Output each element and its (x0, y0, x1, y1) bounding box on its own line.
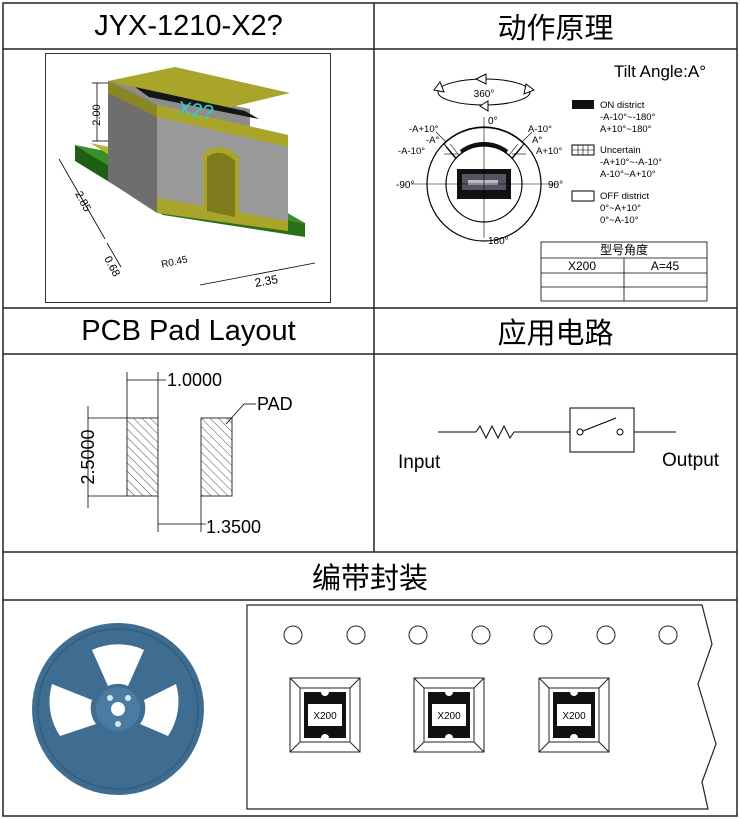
tape-pocket-3 (538, 677, 610, 753)
table-model-cell: X200 (568, 259, 596, 273)
angle-left: -90° (396, 180, 414, 191)
output-label: Output (662, 450, 720, 471)
legend-uncertain-range-2: A-10°~A+10° (600, 169, 656, 180)
component-drawing: X2? 2.00 2.85 0.68 2.35 R0.45 (45, 53, 331, 303)
pad-left (126, 417, 159, 497)
dim-width-label: 2.35 (254, 272, 280, 290)
legend-on-range-1: -A-10°~-180° (600, 112, 656, 123)
carrier-tape: X200 X200 X200 (246, 604, 717, 810)
component-marking: X2? (177, 98, 215, 125)
legend-off-title: OFF district (600, 191, 649, 202)
rotation-label: 360° (474, 89, 495, 100)
dim-height-label: 2.00 (91, 104, 103, 125)
legend-off-range-2: 0°~A-10° (600, 215, 639, 226)
body-left (108, 81, 157, 213)
application-circuit: Input Output (398, 407, 720, 473)
angle-bottom: 180° (488, 236, 509, 247)
pad-gap-label: 1.3500 (206, 517, 261, 537)
model-title: JYX-1210-X2? (94, 9, 283, 42)
table-angle-cell: A=45 (651, 259, 680, 273)
model-angle-table (540, 241, 708, 302)
tape-pocket-2 (413, 677, 485, 753)
angle-a-plus10-right: A+10° (536, 146, 562, 157)
pocket-1-label: X200 (313, 711, 337, 722)
legend-uncertain-range-1: -A+10°~-A-10° (600, 157, 662, 168)
angle-a-left: -A° (426, 135, 440, 146)
tape-pocket-1 (289, 677, 361, 753)
pad-right (200, 417, 233, 497)
pcb-pad-layout: 1.0000 2.5000 1.3500 PAD (78, 370, 293, 537)
circuit-title: 应用电路 (497, 318, 614, 350)
legend-on-swatch (572, 100, 594, 109)
tape-reel (32, 623, 204, 795)
body-top (108, 67, 290, 109)
sprocket-holes (283, 625, 678, 645)
angle-a-minus10-left: -A-10° (398, 146, 425, 157)
legend-off-swatch (571, 190, 595, 202)
reel-hub (111, 702, 125, 716)
legend-uncertain-title: Uncertain (600, 145, 641, 156)
principle-title: 动作原理 (497, 13, 614, 45)
tilt-angle-label: Tilt Angle:A° (614, 62, 706, 81)
reel-cutout-left (49, 684, 96, 736)
pad-height-label: 2.5000 (78, 429, 98, 484)
pad-width-label: 1.0000 (167, 370, 222, 390)
reel-cutout-right (140, 684, 179, 736)
legend-off-range-1: 0°~A+10° (600, 203, 641, 214)
angle-a-right: A° (532, 135, 542, 146)
legend-on-title: ON district (600, 100, 645, 111)
resistor-symbol (475, 424, 515, 440)
pocket-2-label: X200 (437, 711, 461, 722)
table-title: 型号角度 (600, 242, 648, 257)
pad-label: PAD (257, 394, 293, 414)
angle-a-minus10-right: A-10° (528, 124, 552, 135)
pcb-title: PCB Pad Layout (81, 314, 296, 347)
input-label: Input (398, 452, 441, 473)
legend-on-range-2: A+10°~180° (600, 124, 652, 135)
pocket-3-label: X200 (562, 711, 586, 722)
tape-title: 编带封装 (311, 563, 428, 595)
angle-a-plus10-left: -A+10° (409, 124, 439, 135)
principle-diagram: Tilt Angle:A° 360° 0° 180° -90° 90° -A+1… (396, 62, 708, 302)
angle-right: 90° (548, 180, 563, 191)
angle-top: 0° (488, 116, 498, 127)
reel-cutout-top (92, 644, 144, 686)
